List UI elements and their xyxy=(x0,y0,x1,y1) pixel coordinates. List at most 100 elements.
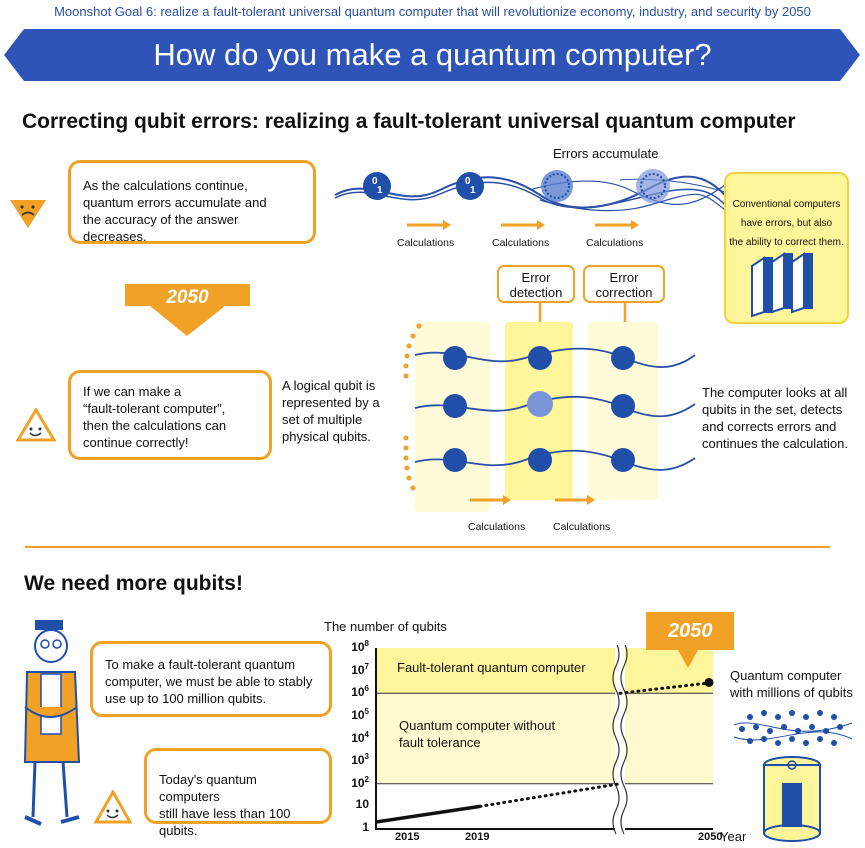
x-tick-label: 2050 xyxy=(698,831,723,843)
y-tick-base: 10 xyxy=(351,775,365,790)
computer-looks-text: The computer looks at all qubits in the … xyxy=(702,384,848,452)
chart-year-2050-arrow xyxy=(646,612,734,668)
y-tick-exponent: 7 xyxy=(364,661,369,671)
x-tick-label: 2019 xyxy=(465,831,490,843)
target-2050-point xyxy=(704,677,714,687)
happy-face-icon xyxy=(94,790,132,824)
conventional-computers-text: Conventional computers have errors, but … xyxy=(724,195,849,252)
computer-looks-line: continues the calculation. xyxy=(702,436,848,451)
y-tick-label: 108 xyxy=(339,639,369,654)
chart-x-axis-label: Year xyxy=(720,829,747,844)
page-title: How do you make a quantum computer? xyxy=(153,37,712,72)
chart-y-axis-label: The number of qubits xyxy=(324,619,447,634)
error-correction-line: correction xyxy=(595,285,653,300)
y-tick-base: 10 xyxy=(351,640,365,654)
qubit-icon xyxy=(611,394,635,418)
y-tick-exponent: 5 xyxy=(364,706,369,716)
error-detection-line: detection xyxy=(509,285,563,300)
bubble1-line: the accuracy of the answer decreases. xyxy=(83,212,239,244)
section2-heading: We need more qubits! xyxy=(24,572,243,595)
calculation-arrows xyxy=(407,220,639,230)
y-tick-label: 104 xyxy=(339,730,369,745)
y-tick-label: 1 xyxy=(339,820,369,834)
glyph-0: 0 xyxy=(372,176,378,187)
region-label-line: Quantum computer without xyxy=(399,718,556,733)
error-detection-label: Error detection xyxy=(497,265,575,303)
bubble4-line: still have less than 100 qubits. xyxy=(159,806,291,838)
glyph-1: 1 xyxy=(470,185,476,196)
bubble3-line: use up to 100 million qubits. xyxy=(105,691,267,706)
computer-looks-line: and corrects errors and xyxy=(702,419,837,434)
qubit-icon xyxy=(443,394,467,418)
y-tick-base: 10 xyxy=(351,685,365,700)
bubble2-line: continue correctly! xyxy=(83,435,189,450)
quantum-computer-illustration xyxy=(733,710,853,842)
qubit-icon xyxy=(443,346,467,370)
series-line-2 xyxy=(478,782,622,808)
logical-qubit-line: represented by a xyxy=(282,395,380,410)
non-fault-tolerant-region xyxy=(375,693,713,784)
y-tick-exponent: 6 xyxy=(364,684,369,694)
y-tick-label: 107 xyxy=(339,662,369,677)
fault-tolerant-region-label: Fault-tolerant quantum computer xyxy=(397,660,586,675)
qubit-icon xyxy=(456,172,484,200)
glyph-0: 0 xyxy=(465,176,471,187)
y-tick-label: 103 xyxy=(339,752,369,767)
logical-qubit-line: physical qubits. xyxy=(282,429,371,444)
bubble4-line: Today's quantum computers xyxy=(159,772,257,804)
y-tick-label: 106 xyxy=(339,684,369,699)
calculations-label: Calculations xyxy=(492,237,550,249)
errors-accumulate-label: Errors accumulate xyxy=(553,146,659,161)
moonshot-goal-subtitle: Moonshot Goal 6: realize a fault-toleran… xyxy=(54,4,811,19)
y-tick-exponent: 4 xyxy=(364,729,369,739)
speech-bubble-errors: As the calculations continue, quantum er… xyxy=(68,160,316,244)
speech-bubble-100-million: To make a fault-tolerant quantum compute… xyxy=(90,641,332,717)
y-tick-exponent: 2 xyxy=(364,774,369,784)
y-tick-base: 10 xyxy=(351,753,365,768)
bubble2-line: then the calculations can xyxy=(83,418,227,433)
qubit-icon xyxy=(611,448,635,472)
year-2050-arrow xyxy=(125,284,250,336)
bubble1-line: quantum errors accumulate and xyxy=(83,195,267,210)
qubit-icon xyxy=(528,346,552,370)
chart-year-2050-label: 2050 xyxy=(668,620,713,642)
qubit-icon xyxy=(363,172,391,200)
logical-qubit-grid xyxy=(403,302,696,512)
qubit-icon xyxy=(528,448,552,472)
scientist-illustration xyxy=(23,620,81,826)
logical-qubit-line: A logical qubit is xyxy=(282,378,376,393)
error-correction-label: Error correction xyxy=(583,265,665,303)
fault-tolerant-region xyxy=(375,648,713,694)
bubble3-line: To make a fault-tolerant quantum xyxy=(105,657,296,672)
calculations-label: Calculations xyxy=(553,521,611,533)
sad-face-icon xyxy=(10,200,46,228)
section-divider xyxy=(25,546,830,548)
qubit-count-chart xyxy=(375,645,715,837)
y-tick-exponent: 8 xyxy=(364,639,369,648)
calculations-label: Calculations xyxy=(586,237,644,249)
x-tick-label: 2015 xyxy=(395,831,420,843)
conventional-line: Conventional computers xyxy=(732,199,841,210)
axis-break-gap xyxy=(615,645,625,837)
happy-face-icon xyxy=(16,408,56,442)
y-tick-base: 10 xyxy=(351,730,365,745)
y-tick-label: 105 xyxy=(339,707,369,722)
qubit-icon xyxy=(611,346,635,370)
title-banner xyxy=(4,29,860,81)
logical-qubit-text: A logical qubit is represented by a set … xyxy=(282,377,380,445)
y-tick-base: 10 xyxy=(351,662,365,677)
error-detection-line: Error xyxy=(521,270,551,285)
conventional-line: the ability to correct them. xyxy=(729,237,844,248)
computer-looks-line: qubits in the set, detects xyxy=(702,402,843,417)
noisy-qubit-icon xyxy=(527,391,553,417)
millions-of-qubits-annotation: Quantum computer with millions of qubits xyxy=(730,667,853,701)
section1-heading: Correcting qubit errors: realizing a fau… xyxy=(22,110,796,133)
computer-looks-line: The computer looks at all xyxy=(702,385,848,400)
annotation-line: with millions of qubits xyxy=(730,685,853,700)
error-accumulating-qubit-chain xyxy=(334,169,726,212)
speech-bubble-fault-tolerant: If we can make a “fault-tolerant compute… xyxy=(68,370,272,460)
conventional-computer-icon xyxy=(751,252,813,318)
y-tick-base: 1 xyxy=(362,820,369,834)
